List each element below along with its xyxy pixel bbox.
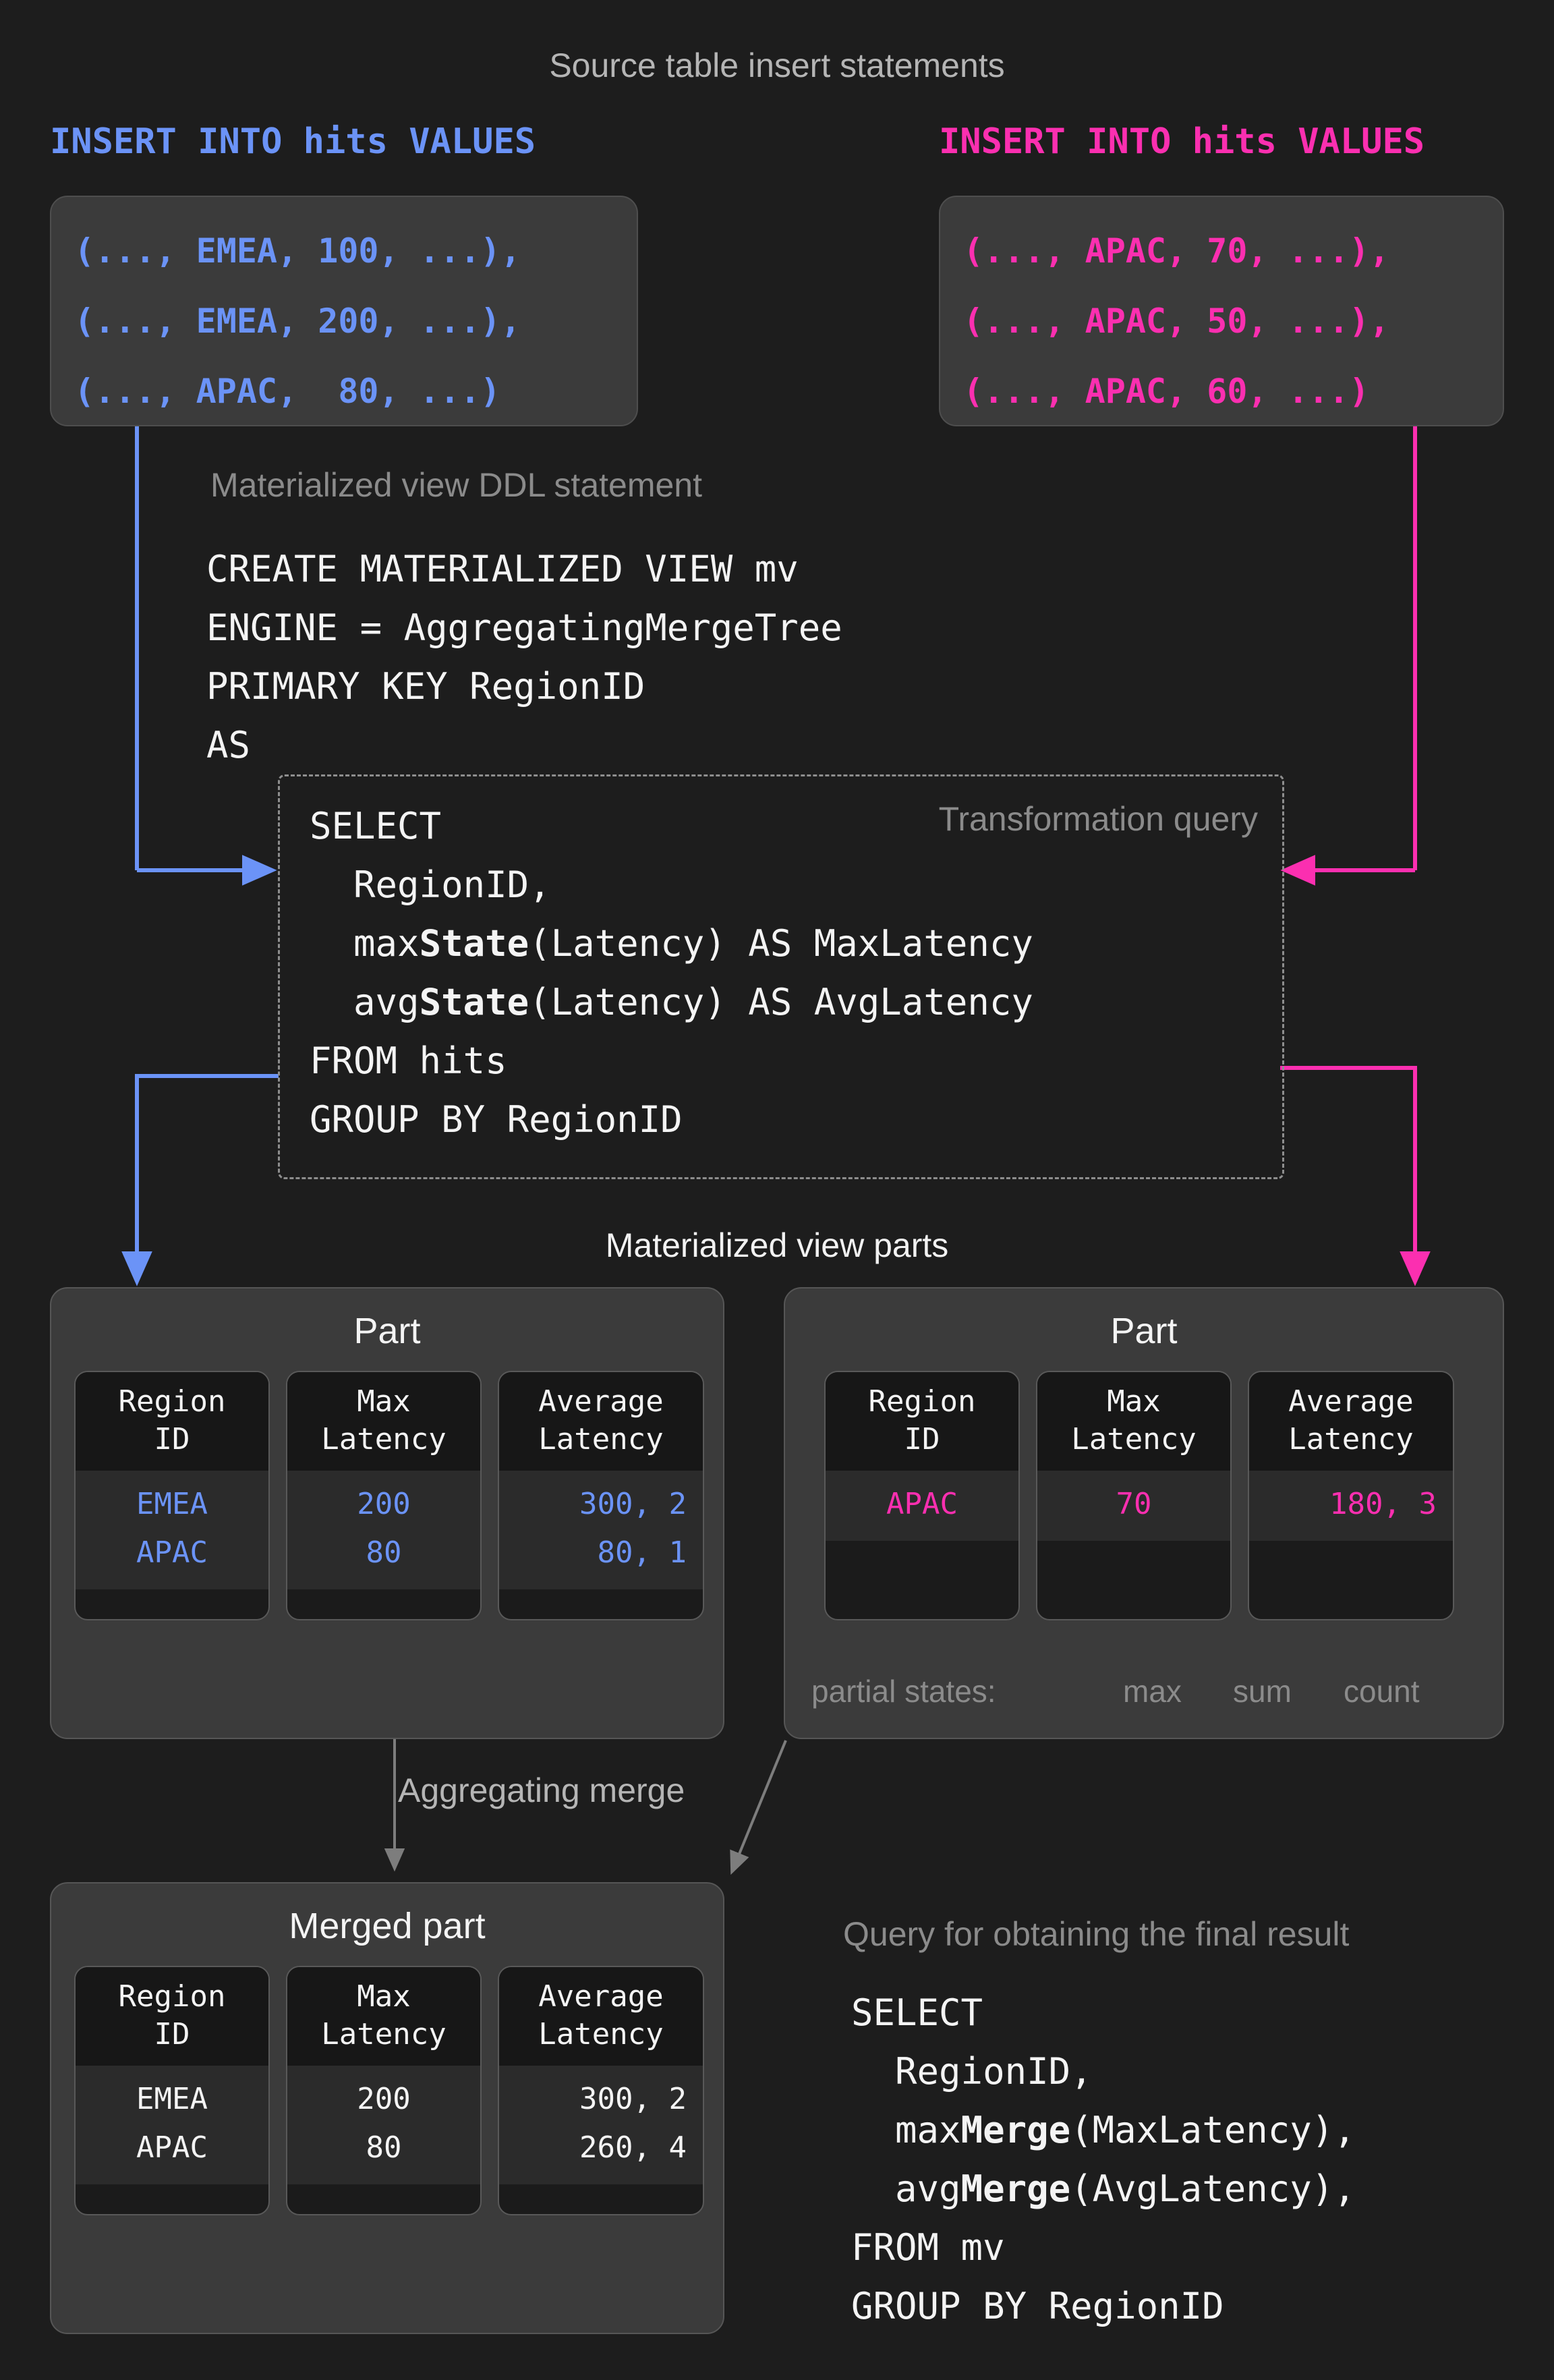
- right-insert-box: (..., APAC, 70, ...), (..., APAC, 50, ..…: [939, 196, 1504, 426]
- mv-ddl-block: CREATE MATERIALIZED VIEW mv ENGINE = Agg…: [206, 540, 842, 774]
- column-values: 70: [1037, 1471, 1230, 1541]
- column-max-latency: Max Latency 200 80: [286, 1966, 482, 2215]
- transformation-query-box: Transformation query SELECT RegionID, ma…: [278, 774, 1284, 1179]
- final-query-line: SELECT: [851, 1991, 983, 2034]
- cell: EMEA: [136, 1487, 208, 1521]
- query-line: SELECT: [310, 805, 442, 847]
- query-line: avgState(Latency) AS AvgLatency: [310, 981, 1033, 1023]
- cell: 70: [1116, 1487, 1152, 1521]
- final-query-caption: Query for obtaining the final result: [843, 1915, 1350, 1953]
- mv-parts-caption: Materialized view parts: [605, 1226, 949, 1264]
- query-line: GROUP BY RegionID: [310, 1098, 683, 1141]
- partial-state-count-label: count: [1344, 1674, 1420, 1709]
- cell: 260, 4: [579, 2130, 687, 2165]
- page-title: Source table insert statements: [549, 47, 1005, 84]
- transformation-query-code: SELECT RegionID, maxState(Latency) AS Ma…: [310, 797, 1033, 1149]
- column-header: Average Latency: [499, 1372, 703, 1471]
- aggregating-merge-label: Aggregating merge: [398, 1772, 685, 1809]
- query-line: maxState(Latency) AS MaxLatency: [310, 922, 1033, 965]
- column-header: Average Latency: [499, 1967, 703, 2066]
- column-header: Max Latency: [1037, 1372, 1230, 1471]
- column-header: Region ID: [76, 1372, 268, 1471]
- left-insert-header: INSERT INTO hits VALUES: [50, 121, 536, 162]
- cell: 80: [366, 2130, 402, 2165]
- part-title: Part: [1110, 1311, 1178, 1351]
- column-header: Max Latency: [287, 1372, 480, 1471]
- cell: APAC: [136, 1535, 208, 1570]
- partial-state-sum-label: sum: [1233, 1674, 1292, 1709]
- final-query-line: GROUP BY RegionID: [851, 2285, 1224, 2327]
- final-query-line: RegionID,: [851, 2050, 1093, 2093]
- ddl-line: AS: [206, 724, 251, 766]
- query-line: FROM hits: [310, 1040, 507, 1082]
- merged-part: Merged part Region ID EMEA APAC Max Late…: [50, 1882, 724, 2334]
- cell: APAC: [886, 1487, 958, 1521]
- column-values: EMEA APAC: [76, 2066, 268, 2184]
- partial-state-max-label: max: [1123, 1674, 1182, 1709]
- ddl-line: CREATE MATERIALIZED VIEW mv: [206, 548, 799, 590]
- cell: EMEA: [136, 2082, 208, 2116]
- mv-ddl-caption: Materialized view DDL statement: [210, 466, 702, 504]
- column-values: 200 80: [287, 2066, 480, 2184]
- cell: APAC: [136, 2130, 208, 2165]
- final-query-line: avgMerge(AvgLatency),: [851, 2168, 1356, 2210]
- cell: 80, 1: [597, 1535, 687, 1570]
- column-header: Average Latency: [1249, 1372, 1453, 1471]
- left-insert-box: (..., EMEA, 100, ...), (..., EMEA, 200, …: [50, 196, 638, 426]
- column-average-latency: Average Latency 180, 3: [1248, 1371, 1454, 1620]
- transformation-query-caption: Transformation query: [938, 800, 1258, 838]
- right-insert-row: (..., APAC, 60, ...): [963, 372, 1370, 411]
- query-line: RegionID,: [310, 863, 551, 906]
- part-title: Part: [353, 1311, 421, 1351]
- column-header: Max Latency: [287, 1967, 480, 2066]
- left-insert-row: (..., EMEA, 200, ...),: [74, 302, 521, 341]
- mv-part-left: Part Region ID EMEA APAC Max Latency 200…: [50, 1287, 724, 1739]
- ddl-line: ENGINE = AggregatingMergeTree: [206, 606, 842, 649]
- column-average-latency: Average Latency 300, 2 80, 1: [498, 1371, 704, 1620]
- merged-part-title: Merged part: [289, 1906, 486, 1946]
- final-query-line: maxMerge(MaxLatency),: [851, 2109, 1356, 2151]
- right-insert-row: (..., APAC, 70, ...),: [963, 231, 1390, 271]
- right-insert-row: (..., APAC, 50, ...),: [963, 302, 1390, 341]
- column-values: EMEA APAC: [76, 1471, 268, 1589]
- column-values: 300, 2 80, 1: [499, 1471, 703, 1589]
- cell: 200: [357, 2082, 411, 2116]
- cell: 300, 2: [579, 1487, 687, 1521]
- column-header: Region ID: [76, 1967, 268, 2066]
- cell: 80: [366, 1535, 402, 1570]
- left-insert-row: (..., EMEA, 100, ...),: [74, 231, 521, 271]
- column-values: 180, 3: [1249, 1471, 1453, 1541]
- mv-part-right: Part Region ID APAC Max Latency 70 Avera…: [784, 1287, 1504, 1739]
- ddl-line: PRIMARY KEY RegionID: [206, 665, 645, 708]
- final-query-line: FROM mv: [851, 2226, 1005, 2269]
- column-max-latency: Max Latency 70: [1036, 1371, 1232, 1620]
- right-insert-header: INSERT INTO hits VALUES: [939, 121, 1425, 162]
- final-query-code: SELECT RegionID, maxMerge(MaxLatency), a…: [851, 1983, 1356, 2335]
- partial-states-label: partial states:: [811, 1674, 996, 1709]
- column-values: 300, 2 260, 4: [499, 2066, 703, 2184]
- column-region-id: Region ID EMEA APAC: [74, 1966, 270, 2215]
- column-region-id: Region ID APAC: [824, 1371, 1020, 1620]
- column-header: Region ID: [826, 1372, 1018, 1471]
- cell: 180, 3: [1329, 1487, 1437, 1521]
- column-average-latency: Average Latency 300, 2 260, 4: [498, 1966, 704, 2215]
- cell: 200: [357, 1487, 411, 1521]
- left-insert-row: (..., APAC, 80, ...): [74, 372, 501, 411]
- cell: 300, 2: [579, 2082, 687, 2116]
- column-values: APAC: [826, 1471, 1018, 1541]
- column-values: 200 80: [287, 1471, 480, 1589]
- column-max-latency: Max Latency 200 80: [286, 1371, 482, 1620]
- column-region-id: Region ID EMEA APAC: [74, 1371, 270, 1620]
